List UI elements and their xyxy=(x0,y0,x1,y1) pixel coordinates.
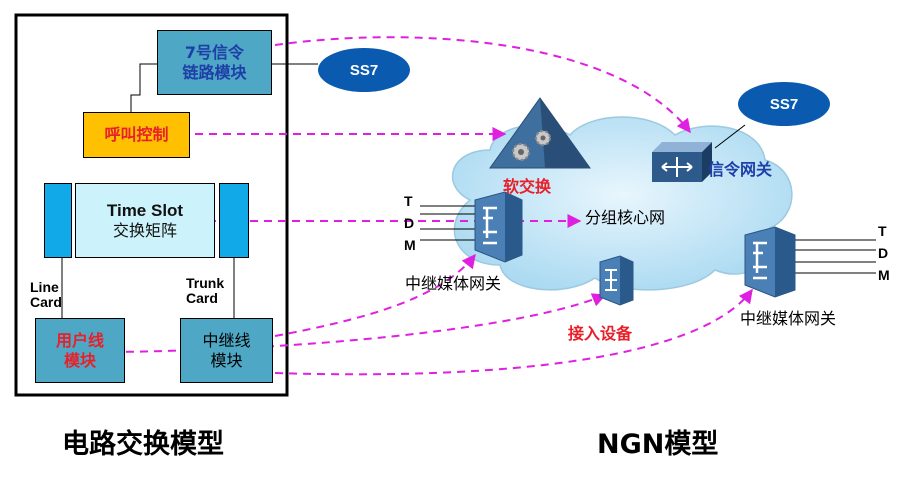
circuit-switch-frame xyxy=(14,13,289,397)
ss7-ellipse-right: SS7 xyxy=(738,82,830,126)
arrow-ss7-to-signaling-gateway xyxy=(274,36,691,134)
line-card-slot xyxy=(44,183,72,258)
ss7-right-line xyxy=(714,124,746,149)
timeslot-title: Time Slot xyxy=(106,200,184,220)
call-control-box: 呼叫控制 xyxy=(83,112,190,158)
arrow-userline-to-access xyxy=(111,293,607,353)
ss7-to-call-line xyxy=(130,63,157,112)
left-tdm-t: T xyxy=(404,193,413,209)
arrow-trunk-to-media-gateway xyxy=(274,253,476,337)
circuit-switch-caption: 电路交换模型 xyxy=(62,429,224,460)
line-card-label: Line Card xyxy=(30,279,62,311)
trunk-media-gateway-left-icon xyxy=(474,191,523,263)
softswitch-icon xyxy=(489,97,591,169)
ss7-link-module: 7号信令 链路模块 xyxy=(157,30,272,95)
trunk-media-gateway-right-label: 中继媒体网关 xyxy=(740,309,837,328)
signaling-gateway-label: 信令网关 xyxy=(708,160,773,179)
left-tdm-d: D xyxy=(404,215,415,231)
access-device-icon xyxy=(599,255,634,306)
core-network-label: 分组核心网 xyxy=(585,208,666,227)
left-tdm-m: M xyxy=(404,237,416,253)
trunk-card-slot xyxy=(219,183,249,258)
trunk-line-module: 中继线 模块 xyxy=(180,318,273,383)
trunk-media-gateway-left-label: 中继媒体网关 xyxy=(405,274,502,293)
trunk-media-gateway-right-icon xyxy=(744,226,796,298)
softswitch-label: 软交换 xyxy=(503,177,552,196)
access-device-label: 接入设备 xyxy=(568,324,633,343)
right-tdm-d: D xyxy=(878,245,889,261)
ss7-ellipse-left: SS7 xyxy=(318,48,410,92)
arrow-trunk-to-right-gateway xyxy=(274,288,753,376)
mapping-arrows xyxy=(111,36,753,376)
right-tdm-m: M xyxy=(878,267,890,283)
right-tdm-t: T xyxy=(878,223,887,239)
right-tdm-lines xyxy=(795,239,876,274)
ngn-caption: NGN模型 xyxy=(597,429,719,460)
user-line-module: 用户线 模块 xyxy=(35,318,125,383)
timeslot-switch-matrix: Time Slot 交换矩阵 xyxy=(75,183,215,258)
signaling-gateway-icon xyxy=(652,142,712,182)
trunk-card-label: Trunk Card xyxy=(186,275,225,307)
timeslot-subtitle: 交换矩阵 xyxy=(112,221,177,241)
left-tdm-lines xyxy=(420,205,475,241)
